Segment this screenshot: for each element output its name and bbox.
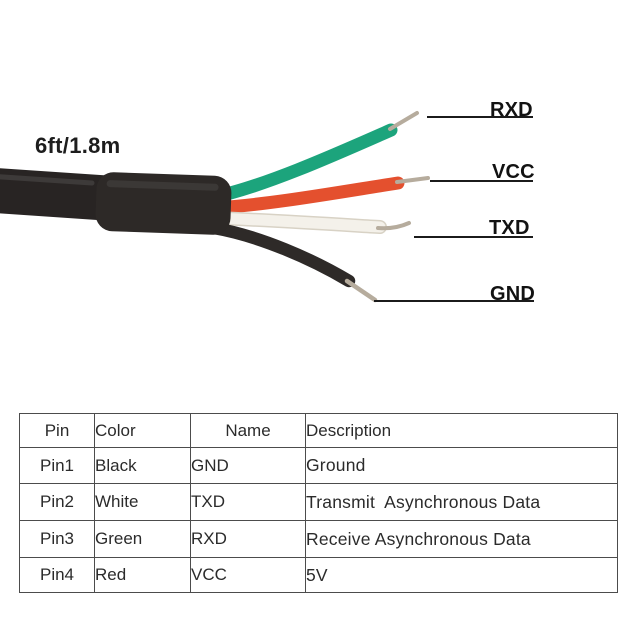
cable-photo: 6ft/1.8m RXD VCC TXD GND: [0, 99, 536, 305]
gnd-leader-line: [374, 300, 534, 302]
pin-cell: Pin3: [19, 520, 95, 558]
description-cell: Transmit Asynchronous Data: [305, 483, 618, 521]
cable-sleeve: [95, 172, 232, 235]
black-wire: [207, 221, 356, 288]
rxd-label: RXD: [490, 99, 533, 121]
header-name: Name: [190, 413, 306, 448]
cable-highlight: [0, 174, 95, 186]
name-cell: GND: [190, 447, 306, 484]
color-cell: White: [94, 483, 191, 521]
vcc-label: VCC: [492, 161, 535, 183]
green-wire: [207, 123, 398, 204]
color-cell: Green: [94, 520, 191, 558]
description-cell: 5V: [305, 557, 618, 593]
cable-length-label: 6ft/1.8m: [35, 133, 121, 158]
pin-cell: Pin2: [19, 483, 95, 521]
pin-cell: Pin4: [19, 557, 95, 593]
header-description: Description: [305, 413, 618, 448]
black-wire-tip: [344, 278, 378, 303]
color-cell: Black: [94, 447, 191, 484]
header-pin: Pin: [19, 413, 95, 448]
table-row: Pin4 Red VCC 5V: [19, 557, 618, 593]
vcc-leader-line: [430, 180, 533, 182]
cable-sleeve-highlight: [106, 180, 219, 191]
header-color: Color: [94, 413, 191, 448]
white-wire: [208, 212, 386, 233]
txd-leader-line: [414, 236, 533, 238]
pin-cell: Pin1: [19, 447, 95, 484]
name-cell: TXD: [190, 483, 306, 521]
name-cell: RXD: [190, 520, 306, 558]
red-wire: [207, 176, 405, 215]
name-cell: VCC: [190, 557, 306, 593]
green-wire-tip: [388, 111, 419, 131]
cable-graphic: [0, 111, 430, 303]
cable-jacket: [0, 168, 108, 221]
color-cell: Red: [94, 557, 191, 593]
white-wire-tip: [376, 221, 411, 231]
description-cell: Receive Asynchronous Data: [305, 520, 618, 558]
table-row: Pin3 Green RXD Receive Asynchronous Data: [19, 520, 618, 558]
table-row: Pin1 Black GND Ground: [19, 447, 618, 484]
rxd-leader-line: [427, 116, 533, 118]
description-cell: Ground: [305, 447, 618, 484]
table-row: Pin2 White TXD Transmit Asynchronous Dat…: [19, 483, 618, 521]
txd-label: TXD: [489, 217, 530, 239]
gnd-label: GND: [490, 283, 536, 305]
table-header-row: Pin Color Name Description: [19, 413, 618, 448]
pinout-table: Pin Color Name Description Pin1 Black GN…: [19, 413, 618, 593]
red-wire-tip: [395, 176, 430, 184]
